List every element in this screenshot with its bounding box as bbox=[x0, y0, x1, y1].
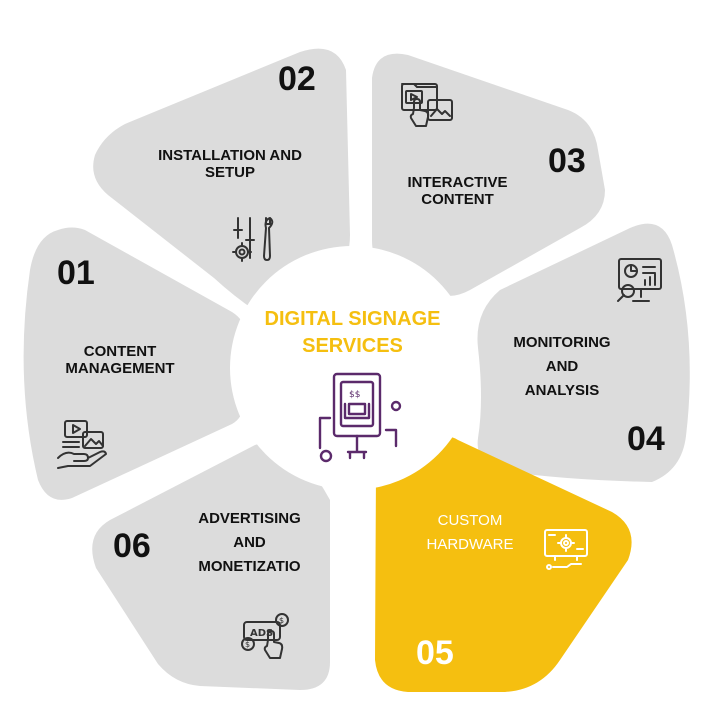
svg-text:$: $ bbox=[279, 616, 284, 625]
segment-04-label-line2: AND bbox=[545, 358, 579, 375]
segment-01-label-line2: MANAGEMENT bbox=[65, 360, 175, 378]
segment-04-label-line3: ANALYSIS bbox=[524, 382, 600, 399]
segment-03-label: INTERACTIVE CONTENT bbox=[385, 174, 530, 209]
segment-03-shape[interactable] bbox=[372, 53, 605, 296]
svg-text:ADS: ADS bbox=[250, 628, 273, 639]
segment-01-label-line1: CONTENT bbox=[83, 343, 157, 360]
segment-02-shape[interactable] bbox=[93, 48, 351, 315]
segment-02-label-line1: INSTALLATION AND bbox=[158, 147, 302, 164]
center-title: DIGITAL SIGNAGE SERVICES bbox=[230, 306, 475, 360]
segment-06-label: ADVERTISING AND MONETIZATIO bbox=[182, 507, 317, 579]
svg-text:$$: $$ bbox=[349, 390, 360, 400]
center-title-line2: SERVICES bbox=[302, 335, 403, 357]
segment-05-label-line2: HARDWARE bbox=[426, 536, 514, 554]
segment-03-label-line1: INTERACTIVE bbox=[407, 174, 508, 191]
segment-02-number: 02 bbox=[278, 60, 316, 98]
segment-06-number: 06 bbox=[113, 527, 151, 565]
segment-04-label: MONITORING AND ANALYSIS bbox=[497, 331, 627, 403]
segment-04-label-line1: MONITORING bbox=[513, 334, 611, 351]
svg-text:$: $ bbox=[245, 640, 250, 649]
hardware-monitor-icon bbox=[544, 529, 588, 570]
segment-02-label-line2: SETUP bbox=[204, 164, 255, 182]
center-circle bbox=[230, 246, 474, 490]
segment-05-number: 05 bbox=[416, 634, 454, 672]
center-title-line1: DIGITAL SIGNAGE bbox=[264, 308, 441, 330]
segment-06-label-line1: ADVERTISING bbox=[198, 510, 301, 527]
segment-01-label: CONTENT MANAGEMENT bbox=[45, 343, 195, 378]
tools-settings-icon bbox=[232, 217, 274, 262]
segment-03-number: 03 bbox=[548, 142, 586, 180]
segment-05-label: CUSTOM HARDWARE bbox=[405, 512, 535, 554]
segment-03-label-line2: CONTENT bbox=[421, 191, 494, 209]
media-hand-icon bbox=[57, 420, 107, 469]
segment-04-number: 04 bbox=[627, 420, 665, 458]
segment-01-shape[interactable] bbox=[23, 227, 246, 500]
segment-06-shape[interactable] bbox=[92, 441, 330, 690]
segment-02-label: INSTALLATION AND SETUP bbox=[135, 147, 325, 182]
touch-screen-icon bbox=[401, 83, 453, 127]
analytics-monitor-icon bbox=[617, 258, 662, 302]
ads-coins-icon: ADS $ $ bbox=[241, 613, 289, 659]
kiosk-display-icon: $$ bbox=[318, 372, 402, 463]
segment-05-shape[interactable] bbox=[375, 436, 632, 692]
segment-06-label-line2: AND bbox=[233, 534, 266, 551]
segment-01-number: 01 bbox=[57, 254, 95, 292]
segment-05-label-line1: CUSTOM bbox=[437, 512, 503, 529]
segment-06-label-line3: MONETIZATIO bbox=[198, 558, 301, 575]
